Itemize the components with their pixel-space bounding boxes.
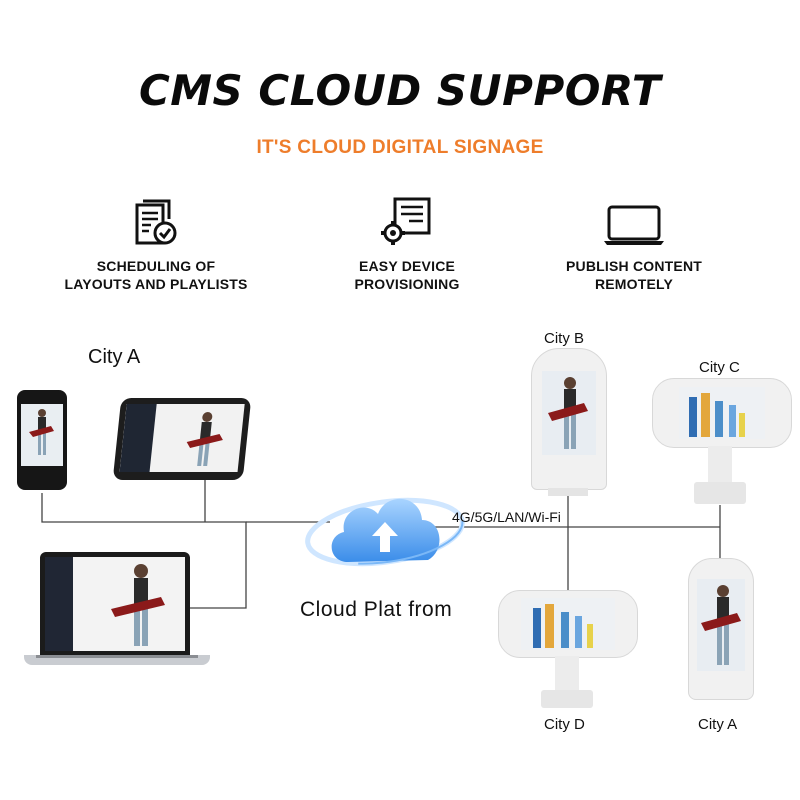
kiosk-screen (679, 387, 765, 439)
kiosk-screen (521, 598, 615, 650)
page-subtitle: IT'S CLOUD DIGITAL SIGNAGE (256, 137, 544, 158)
guitarist-figure (548, 377, 588, 449)
feature-publish: PUBLISH CONTENT REMOTELY (514, 195, 754, 293)
laptop-base (24, 655, 210, 665)
guitarist-figure (186, 412, 223, 466)
feature-label: EASY DEVICE PROVISIONING (354, 258, 460, 292)
client-bus (190, 521, 247, 609)
phone-screen (21, 404, 63, 466)
tablet (112, 398, 252, 480)
kiosk-label-city-c: City C (699, 359, 740, 376)
feature-provisioning: EASY DEVICE PROVISIONING (287, 195, 527, 293)
kiosk-stand (708, 446, 732, 482)
client-group-label: City A (88, 346, 141, 368)
cloud-platform-label: Cloud Plat from (300, 598, 453, 621)
kiosk-screen (697, 579, 745, 671)
kiosk-city-b (531, 348, 607, 490)
guitarist-figure (701, 585, 741, 665)
kiosk-city-c (652, 378, 792, 448)
kiosk-city-a (688, 558, 754, 700)
laptop-screen (45, 557, 185, 651)
gear-document-icon (381, 197, 431, 245)
kiosk-city-d (498, 590, 638, 658)
feature-scheduling: SCHEDULING OF LAYOUTS AND PLAYLISTS (36, 195, 276, 293)
family-figures (533, 604, 593, 648)
laptop (40, 552, 190, 655)
kiosk-label-city-a: City A (698, 716, 738, 733)
kiosk-base (694, 482, 746, 504)
laptop-icon (604, 205, 664, 245)
kiosk-screen (542, 371, 596, 455)
feature-label: SCHEDULING OF LAYOUTS AND PLAYLISTS (64, 258, 248, 292)
kiosk-stand (555, 656, 579, 690)
kiosk-label-city-d: City D (544, 716, 585, 733)
feature-label: PUBLISH CONTENT REMOTELY (566, 258, 702, 292)
kiosk-base (548, 488, 588, 496)
kiosk-label-city-b: City B (544, 330, 585, 347)
family-figures (689, 393, 745, 437)
laptop-sidebar (45, 557, 73, 651)
smartphone (17, 390, 67, 490)
guitarist-figure (111, 564, 165, 646)
document-check-icon (135, 199, 177, 245)
laptop-hinge (36, 655, 198, 658)
phone-link (41, 493, 205, 523)
tablet-screen (119, 404, 245, 472)
cloud-icon (305, 497, 465, 567)
tablet-sidebar (119, 404, 157, 472)
network-label: 4G/5G/LAN/Wi-Fi (452, 509, 561, 525)
phone-dock (17, 474, 67, 480)
page-title: CMS CLOUD SUPPORT (138, 66, 662, 115)
guitarist-figure (29, 409, 54, 455)
kiosk-base (541, 690, 593, 708)
